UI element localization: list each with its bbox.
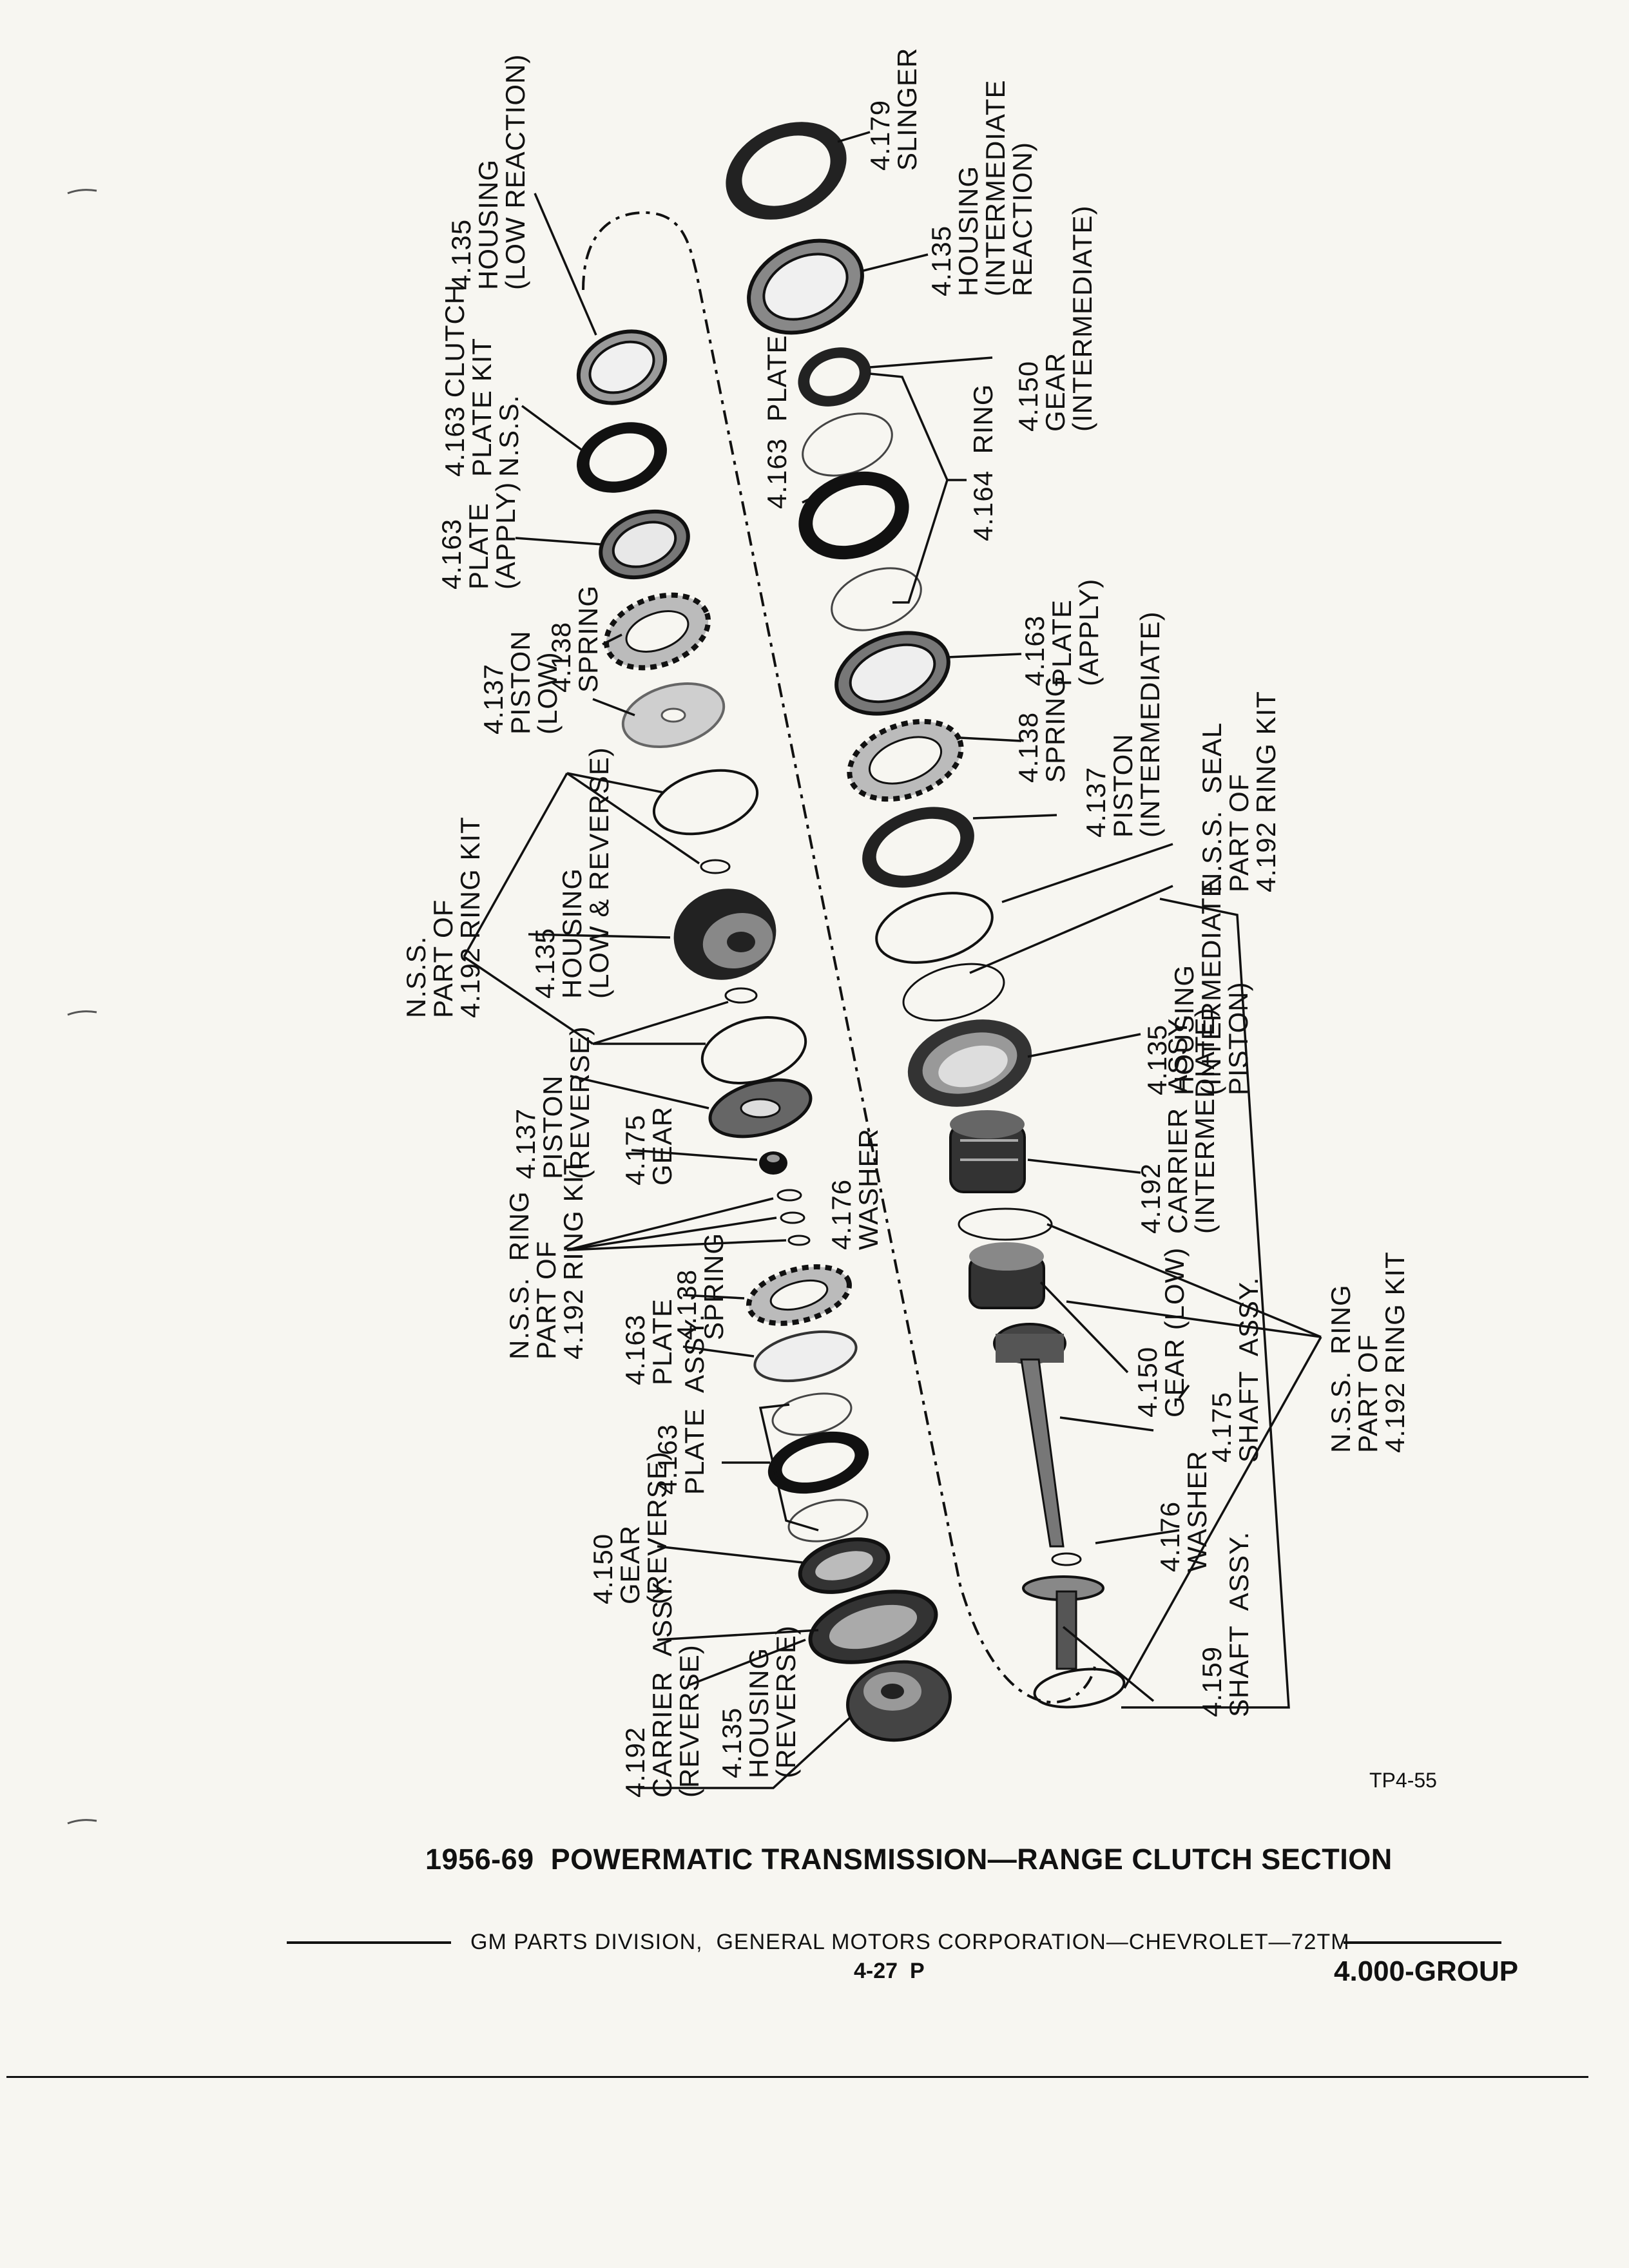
label-carrier-intermediate: 4.192 CARRIER ASSY. (INTERMEDIATE) <box>1135 1007 1220 1234</box>
gear-reverse-part <box>798 1537 891 1594</box>
label-piston-reverse: 4.137 PISTON (REVERSE) <box>510 1026 595 1179</box>
seal-ring-large-upper <box>652 769 759 836</box>
label-slinger: 4.179 SLINGER <box>865 47 922 171</box>
plate-4163-ring-a <box>802 412 893 477</box>
ring-right-c <box>958 1207 1053 1241</box>
label-nss-part-left: N.S.S. PART OF 4.192 RING KIT <box>401 816 485 1018</box>
label-gear-intermediate: 4.150 GEAR (INTERMEDIATE) <box>1013 205 1097 432</box>
plate-4163-dark-plate <box>798 471 909 560</box>
label-nss-seal: N.S.S. SEAL PART OF 4.192 RING KIT <box>1197 691 1281 892</box>
carrier-assy-reverse-part <box>808 1590 938 1664</box>
housing-low-reaction-part <box>576 329 668 405</box>
shaft-assy-4159-part <box>1022 1575 1104 1670</box>
seal-ring-right-b <box>902 963 1005 1022</box>
label-clutch-plate-kit: 4.163 CLUTCH PLATE KIT N.S.S. <box>439 284 524 477</box>
housing-intermediate-piston-part <box>907 1019 1032 1107</box>
label-plate-apply-left: 4.163 PLATE (APPLY) <box>436 481 521 590</box>
housing-low-reverse-part <box>673 889 776 980</box>
spring-lower-part <box>746 1264 852 1326</box>
page-number: 4-27 P <box>854 1959 925 1983</box>
housing-reverse-part <box>846 1660 952 1742</box>
clutch-plate-kit-part <box>577 422 667 493</box>
label-nss-ring-right: N.S.S. RING PART OF 4.192 RING KIT <box>1325 1251 1410 1453</box>
gear-4175-part <box>759 1151 787 1175</box>
slinger-part <box>726 122 847 220</box>
shaft-assy-4175-part <box>993 1323 1066 1548</box>
washer-lower-part <box>1051 1552 1082 1566</box>
gear-low-part <box>969 1242 1045 1309</box>
label-housing-reverse: 4.135 HOUSING (REVERSE) <box>717 1625 801 1778</box>
housing-intermediate-reaction-part <box>747 238 864 335</box>
footer-rule-left <box>287 1941 451 1944</box>
label-gear-4175: 4.175 GEAR <box>620 1106 677 1186</box>
piston-intermediate-part <box>862 807 974 888</box>
carrier-assy-intermediate-part <box>949 1110 1026 1193</box>
page-title: 1956-69 POWERMATIC TRANSMISSION—RANGE CL… <box>425 1843 1393 1876</box>
piston-low-part <box>621 682 726 749</box>
label-shaft-assy-4159: 4.159 SHAFT ASSY. <box>1197 1531 1254 1717</box>
plate-assy-dark-plate <box>767 1431 869 1494</box>
plate-lower-part <box>753 1330 858 1383</box>
gear-intermediate-part <box>798 347 871 407</box>
plate-apply-right-part <box>834 631 950 716</box>
plate-4163-ring-b <box>831 567 922 631</box>
label-piston-intermediate: 4.137 PISTON (INTERMEDIATE) <box>1081 611 1165 838</box>
spring-left-part <box>603 592 711 671</box>
small-ring-a <box>780 1211 805 1224</box>
footer-text: GM PARTS DIVISION, GENERAL MOTORS CORPOR… <box>470 1930 1350 1954</box>
small-ring-b <box>787 1235 811 1246</box>
assembly-centerline <box>582 211 1097 1704</box>
leader-lines <box>463 131 1322 1789</box>
seal-ring-small-upper <box>700 859 731 874</box>
ring-lower-right <box>1033 1667 1126 1709</box>
footer-rule-right <box>1344 1941 1501 1944</box>
label-nss-ring-left: N.S.S. RING PART OF 4.192 RING KIT <box>504 1158 588 1360</box>
seal-ring-right-a <box>875 892 994 964</box>
group-number: 4.000-GROUP <box>1334 1956 1519 1987</box>
margin-marks <box>67 189 97 1825</box>
label-plate-4163: 4.163 PLATE <box>762 334 792 509</box>
plate-assy-ring-a <box>771 1392 853 1436</box>
seal-ring-small-lower <box>724 987 758 1004</box>
label-ring-4164: 4.164 RING <box>968 383 998 541</box>
plate-assy-ring-b <box>787 1499 869 1542</box>
plate-apply-left-part <box>599 509 690 580</box>
spring-right-part <box>847 718 964 802</box>
washer-upper-part <box>776 1189 802 1202</box>
bottom-rule <box>6 2076 1588 2078</box>
piston-reverse-part <box>708 1078 813 1139</box>
figure-reference: TP4-55 <box>1369 1769 1437 1792</box>
label-shaft-assy-4175: 4.175 SHAFT ASSY. <box>1206 1276 1264 1463</box>
label-piston-low: 4.137 PISTON (LOW) <box>478 630 563 735</box>
label-housing-low-reverse: 4.135 HOUSING (LOW & REVERSE) <box>530 747 614 999</box>
label-housing-low-reaction: 4.135 HOUSING (LOW REACTION) <box>446 53 530 290</box>
label-spring-right: 4.138 SPRING <box>1013 675 1070 783</box>
label-carrier-reverse: 4.192 CARRIER ASSY. (REVERSE) <box>620 1577 704 1798</box>
label-washer-upper: 4.176 WASHER <box>826 1128 883 1250</box>
label-gear-low: 4.150 GEAR (LOW) <box>1132 1247 1190 1418</box>
